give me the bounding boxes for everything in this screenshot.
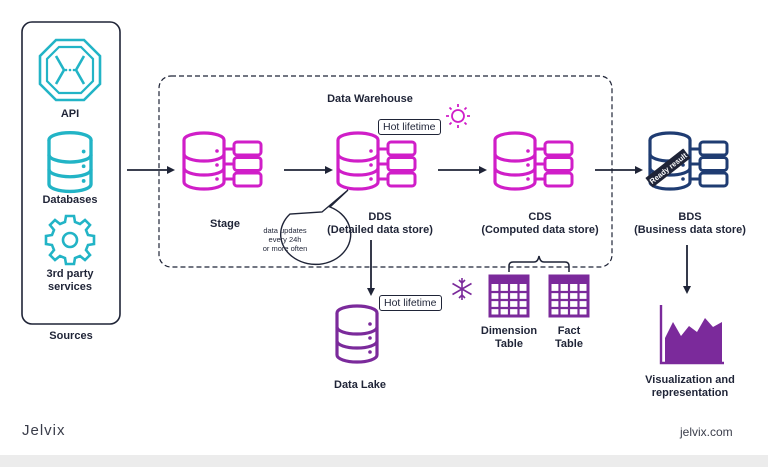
sources-caption: Sources: [49, 330, 93, 342]
fact-table-label: Fact Table: [555, 325, 583, 350]
cds-database-icon: [495, 133, 572, 189]
sources-panel: [21, 21, 121, 325]
warehouse-boundary: [158, 75, 613, 268]
third-party-services-label: 3rd party services: [46, 268, 94, 293]
update-note-bubble: [280, 189, 352, 266]
dimension-table-icon: [488, 274, 530, 318]
dds-label: DDS (Detailed data store): [327, 211, 433, 236]
warehouse-title: Data Warehouse: [327, 93, 413, 105]
database-icon: [47, 130, 93, 194]
dds-database-icon: [338, 133, 415, 189]
dds-hot-lifetime-tag: Hot lifetime: [378, 119, 441, 135]
dimension-table-label: Dimension Table: [480, 325, 538, 350]
bds-label: BDS (Business data store): [634, 211, 746, 236]
cds-label: CDS (Computed data store): [481, 211, 599, 236]
brand-logo: Jelvix: [22, 422, 66, 439]
visualization-label: Visualization and representation: [645, 374, 735, 399]
visualization-chart-icon: [659, 305, 724, 365]
cds-tables-brace: [508, 255, 570, 272]
gear-icon: [44, 214, 96, 266]
stage-database-icon: [184, 133, 261, 189]
sun-icon: [446, 104, 470, 128]
fact-table-icon: [548, 274, 590, 318]
lake-hot-lifetime-tag: Hot lifetime: [379, 295, 442, 311]
site-url: jelvix.com: [680, 425, 733, 439]
api-label: API: [60, 108, 80, 120]
api-icon: [38, 38, 102, 102]
databases-label: Databases: [42, 194, 98, 206]
stage-label: Stage: [210, 218, 240, 230]
data-lake-label: Data Lake: [334, 379, 386, 391]
data-lake-database-icon: [335, 304, 379, 364]
update-note: data updates every 24h or more often: [262, 226, 308, 253]
snowflake-icon: [452, 278, 472, 300]
footer-bar: [0, 455, 768, 467]
